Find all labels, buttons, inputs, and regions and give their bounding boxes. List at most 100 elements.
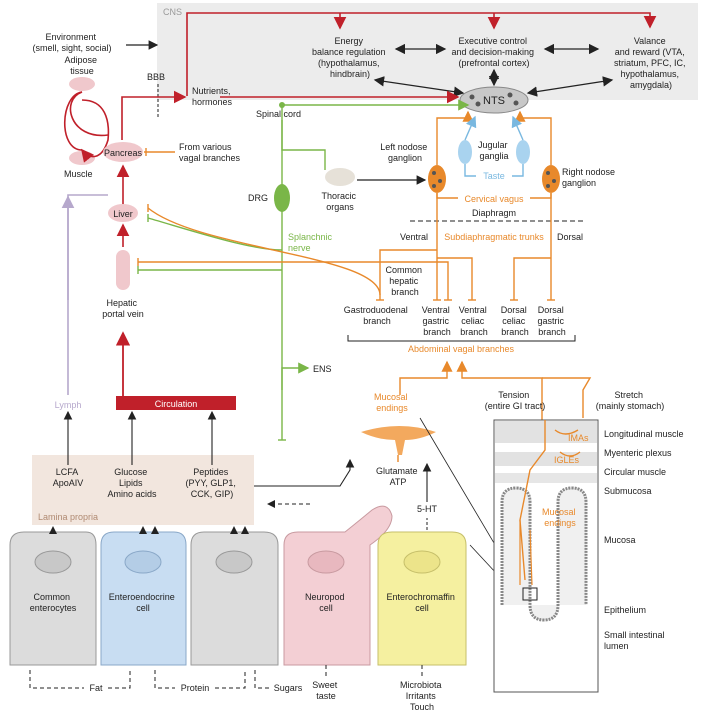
muscle-label: Muscle xyxy=(64,169,93,179)
environment-text: Environment (smell, sight, social) xyxy=(32,32,111,53)
from-vagal-text: From various vagal branches xyxy=(179,142,241,163)
ens-label: ENS xyxy=(313,364,332,374)
liver-label: Liver xyxy=(113,209,133,219)
entero-text: Enteroendocrine cell xyxy=(109,592,178,613)
left-nodose xyxy=(428,165,446,193)
energy-text: Energy balance regulation (hypothalamus,… xyxy=(312,36,388,79)
protein-label: Protein xyxy=(181,683,210,693)
valance-text: Valance and reward (VTA, striatum, PFC, … xyxy=(614,36,688,90)
stretch-up xyxy=(542,377,592,418)
peptides-text: Peptides (PYY, GLP1, CCK, GIP) xyxy=(186,467,239,499)
pancreas-label: Pancreas xyxy=(104,148,143,158)
left-jugular-arrow xyxy=(464,115,477,141)
layer-myenteric: Myenteric plexus xyxy=(604,448,672,458)
layer-lumen: Small intestinal lumen xyxy=(604,630,667,651)
right-nodose xyxy=(542,165,560,193)
thoracic-ellipse xyxy=(325,168,355,186)
dorsal-gastric-text: Dorsal gastric branch xyxy=(537,305,566,337)
mucosal-text: Mucosal endings xyxy=(374,392,410,413)
layer-submucosa: Submucosa xyxy=(604,486,652,496)
imas-label: IMAs xyxy=(568,433,589,443)
spinal-cord-label: Spinal cord xyxy=(256,109,301,119)
red-loop-2 xyxy=(80,99,110,163)
taste-label: Taste xyxy=(483,171,505,181)
layer-circular: Circular muscle xyxy=(604,467,666,477)
liver-ellipse xyxy=(108,204,138,222)
drg-label: DRG xyxy=(248,193,268,203)
gastroduodenal-text: Gastroduodenal branch xyxy=(344,305,411,326)
adipose-text: Adipose tissue xyxy=(64,55,99,76)
common-hepatic-text: Common hepatic branch xyxy=(385,265,424,297)
red-to-nutrients xyxy=(121,90,187,140)
inset-mucosal-text: Mucosal endings xyxy=(542,507,578,528)
dorsal-celiac-line xyxy=(513,257,551,300)
ht-label: 5-HT xyxy=(417,504,438,514)
layer-mucosa: Mucosa xyxy=(604,535,636,545)
muscle-ellipse xyxy=(69,151,95,165)
enterochromaffin-cell xyxy=(377,531,467,666)
enteroendocrine-cell xyxy=(100,531,187,666)
common-text: Common enterocytes xyxy=(30,592,77,613)
hepatic-portal-text: Hepatic portal vein xyxy=(102,298,144,319)
layer-epithelium: Epithelium xyxy=(604,605,646,615)
common-enterocyte-cell xyxy=(9,531,97,666)
common-enterocyte-cell-2 xyxy=(190,531,279,666)
mucosal-ending-shape xyxy=(361,426,436,455)
layer-longitudinal: Longitudinal muscle xyxy=(604,429,684,439)
nts-label: NTS xyxy=(483,95,505,107)
bbb-label: BBB xyxy=(147,72,165,82)
splanchnic-text: Splanchnic nerve xyxy=(288,232,335,253)
ventral-gastric-text: Ventral gastric branch xyxy=(422,305,453,337)
subdiaphragmatic-label: Subdiaphragmatic trunks xyxy=(444,232,544,242)
valance-nts-arrow xyxy=(526,76,614,97)
red-loop xyxy=(64,91,109,151)
nutrients-text: Nutrients, hormones xyxy=(192,86,233,107)
ventral-celiac-line xyxy=(437,257,473,300)
red-top-path xyxy=(186,12,657,96)
fat-label: Fat xyxy=(89,683,103,693)
lymph-line xyxy=(67,194,108,395)
gastroduodenal-line xyxy=(379,249,437,300)
lymph-label: Lymph xyxy=(55,400,82,410)
circulation-label: Circulation xyxy=(155,399,198,409)
neuropod-cell xyxy=(283,505,393,666)
orange-portal xyxy=(138,261,449,300)
portal-vein xyxy=(116,250,130,290)
diaphragm-label: Diaphragm xyxy=(472,208,516,218)
right-nodose-text: Right nodose ganglion xyxy=(562,167,618,188)
lamina-box xyxy=(32,455,254,525)
cns-label: CNS xyxy=(163,7,182,17)
sugars-label: Sugars xyxy=(274,683,303,693)
adipose-ellipse xyxy=(69,77,95,91)
dorsal-celiac-text: Dorsal celiac branch xyxy=(501,305,530,337)
villi xyxy=(500,486,588,622)
jugular-text: Jugular ganglia xyxy=(478,140,510,161)
stretch-text: Stretch (mainly stomach) xyxy=(596,390,665,411)
lcfa-text: LCFA ApoAIV xyxy=(53,467,84,488)
left-jugular xyxy=(458,140,472,164)
orange-liver xyxy=(147,207,381,296)
right-jugular xyxy=(516,140,530,164)
abdominal-bracket xyxy=(347,335,576,342)
ventral-label: Ventral xyxy=(400,232,428,242)
microbiota-text: Microbiota Irritants Touch xyxy=(400,680,444,712)
right-jugular-arrow xyxy=(511,115,524,141)
pancreas-ellipse xyxy=(103,142,143,162)
executive-text: Executive control and decision-making (p… xyxy=(451,36,536,68)
green-liver xyxy=(147,217,283,251)
sweet-taste-text: Sweet taste xyxy=(312,680,340,701)
neuropod-text: Neuropod cell xyxy=(305,592,347,613)
mucosal-up xyxy=(399,360,453,395)
right-nodose-to-nts xyxy=(514,110,552,165)
ventral-celiac-text: Ventral celiac branch xyxy=(459,305,490,337)
lamina-label: Lamina propria xyxy=(38,512,98,522)
cervical-label: Cervical vagus xyxy=(464,194,524,204)
glucose-text: Glucose Lipids Amino acids xyxy=(107,467,157,499)
abdominal-label: Abdominal vagal branches xyxy=(408,344,515,354)
circulation-bar xyxy=(116,396,236,410)
thoracic-text: Thoracic organs xyxy=(321,191,358,212)
drg-ellipse xyxy=(274,184,290,212)
tension-up xyxy=(456,360,543,435)
